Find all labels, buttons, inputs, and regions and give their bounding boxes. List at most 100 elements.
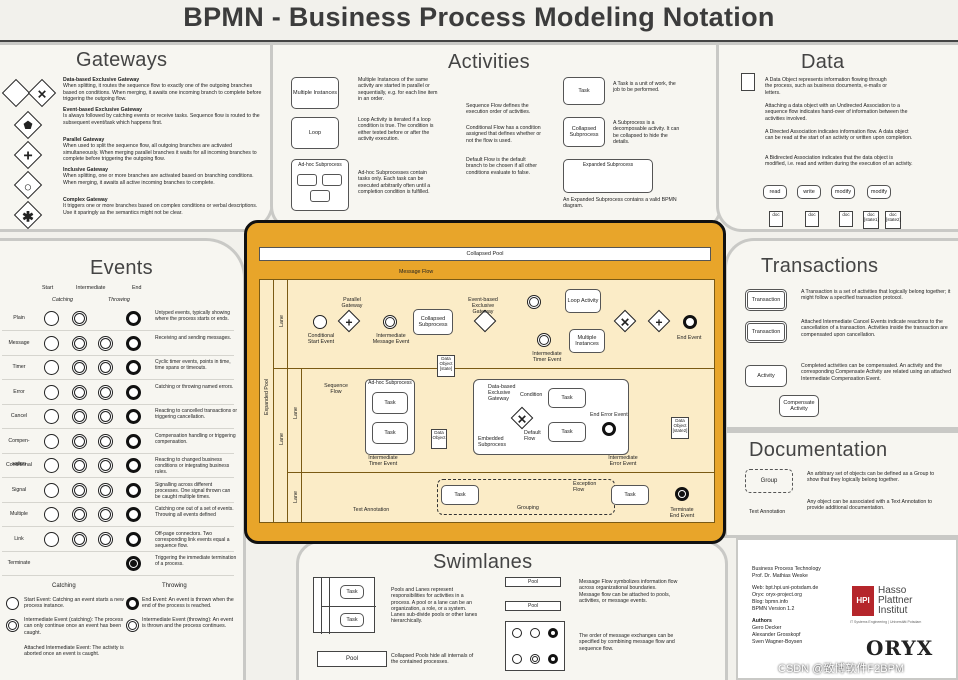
group-box: Group — [745, 469, 793, 493]
plain-event-icon — [126, 311, 141, 326]
event-row-divider — [2, 379, 234, 380]
seqflow-desc: Sequence Flow defines the execution orde… — [466, 103, 531, 116]
loop-desc: Loop Activity is iterated if a loop cond… — [358, 117, 434, 142]
lane-label-2: Lane — [278, 433, 285, 445]
inter-timer-1 — [537, 333, 551, 347]
inter-catch-desc: Intermediate Event (catching): The proce… — [24, 617, 124, 636]
loop-task: Loop — [291, 117, 339, 149]
data-object-2: Data Object — [431, 429, 447, 449]
multi-desc: Multiple Instances of the same activity … — [358, 77, 438, 102]
credit-1: Business Process Technology — [752, 566, 821, 572]
link-event-icon — [126, 531, 141, 547]
embedded-task-2: Task — [548, 422, 586, 442]
parallel-gateway-icon: + — [13, 140, 43, 170]
conditional-event-icon — [126, 458, 141, 473]
swimlanes-panel: Swimlanes Task Task Pool Pools and Lanes… — [296, 540, 728, 680]
gw3-desc: When used to split the sequence flow, al… — [63, 143, 257, 162]
doc-state1: doc [state1] — [863, 211, 879, 229]
adhoc-task-1: Task — [372, 392, 408, 414]
doc-state2: doc [state2] — [885, 211, 901, 229]
documentation-panel: Documentation Group Text Annotation An a… — [724, 430, 958, 538]
event-row-label: Link — [14, 535, 24, 542]
event-row-label: Timer — [12, 364, 26, 370]
seq-flow-label: Sequence Flow — [324, 383, 348, 395]
adhoc-subprocess: Ad-hoc Subprocess — [291, 159, 349, 211]
inter-throw-desc: Intermediate Event (throwing): An event … — [142, 617, 234, 630]
inter-msg-label: Intermediate Message Event — [372, 333, 410, 345]
author-1: Gero Decker — [752, 625, 782, 631]
event-row-label: Conditional — [6, 462, 32, 468]
event-row-divider — [2, 403, 234, 405]
oryx-logo: ORYX — [866, 636, 934, 660]
link-event-icon — [44, 531, 59, 547]
attached-desc: Attached Intermediate Event: The activit… — [24, 645, 124, 658]
lane-strip — [274, 280, 288, 522]
swim-p2: Collapsed Pools hide all internals of th… — [391, 653, 474, 666]
gw3-name: Parallel Gateway — [63, 137, 105, 143]
credit-2: Prof. Dr. Mathias Weske — [752, 573, 808, 579]
footer-throwing: Throwing — [162, 583, 187, 589]
parallel-gw-label: Parallel Gateway — [341, 297, 363, 309]
start-event-icon — [6, 597, 19, 610]
embedded-subprocess: Embedded Subprocess ✕ Data-based Exclusi… — [473, 379, 629, 455]
activity-task: Task — [563, 77, 605, 105]
end-error-icon — [602, 422, 616, 436]
lane-label-1: Lane — [278, 315, 285, 327]
credit-7: BPMN Version 1.2 — [752, 606, 795, 612]
event-row-desc: Catching one out of a set of events. Thr… — [155, 506, 234, 518]
conditional-start-icon — [313, 315, 327, 329]
event-row-desc: Signalling across different processes. O… — [155, 481, 231, 500]
modify-task-2: modify — [867, 185, 891, 199]
event-row-divider — [2, 452, 234, 454]
gw5-name: Complex Gateway — [63, 197, 108, 203]
error-event-icon — [72, 384, 87, 400]
inter-msg-icon — [383, 315, 397, 329]
embedded-label: Embedded Subprocess — [478, 436, 506, 448]
central-diagram: Collapsed Pool Message Flow Expanded Poo… — [244, 220, 726, 544]
conditional-event-icon — [44, 458, 59, 473]
data-object-3: Data Object [state2] — [671, 417, 689, 439]
event-row-label: Multiple — [10, 511, 28, 517]
adhoc-task-2: Task — [372, 422, 408, 444]
gateways-panel: Gateways ✕ ⬟ + ○ ✱ Data-based Exclusive … — [0, 42, 274, 232]
doc-read: doc — [769, 211, 783, 227]
inclusive-gateway-icon: ○ — [13, 170, 43, 200]
message-event-icon — [98, 335, 113, 351]
multiple-event-icon — [72, 507, 87, 522]
hpi-sub: IT Systems Engineering | Universität Pot… — [850, 620, 922, 624]
end-error-label: End Error Event — [590, 412, 628, 418]
start-desc: Start Event: Catching an event starts a … — [24, 597, 124, 610]
error-event-icon — [126, 384, 141, 400]
event-row-divider — [2, 330, 234, 331]
inter-timer-label: Intermediate Timer Event — [532, 351, 562, 363]
expanded-subprocess: Expanded Subprocess — [563, 159, 653, 193]
message-event-icon — [126, 335, 141, 351]
conditional-event-icon — [98, 458, 113, 473]
timer-event-icon — [44, 360, 59, 375]
doc-modify: doc — [839, 211, 853, 227]
lane-divider-1 — [274, 368, 715, 369]
doc-p1: An arbitrary set of objects can be defin… — [807, 471, 935, 484]
signal-event-icon — [98, 482, 113, 498]
compensation-event-icon — [126, 433, 141, 449]
swim-p3: Message Flow symbolizes information flow… — [579, 579, 678, 604]
events-panel: Events Start Intermediate End Catching T… — [0, 238, 246, 680]
expanded-pool-label: Expanded Pool — [264, 379, 270, 415]
message-event-icon — [72, 335, 87, 351]
conditional-event-icon — [72, 458, 87, 473]
lane-strip-2 — [288, 368, 302, 522]
adhoc-sub-diagram: Ad-hoc Subprocess Task Task — [365, 379, 415, 455]
gateway-icons: ✕ ⬟ + ○ ✱ — [1, 78, 57, 230]
adhoc-diag-label: Ad-hoc Subprocess — [368, 380, 412, 386]
signal-event-icon — [72, 482, 87, 498]
default-flow-label: Default Flow — [524, 430, 541, 442]
data-p1: A Data Object represents information flo… — [765, 77, 887, 96]
doc-write: doc — [805, 211, 819, 227]
cancel-event-icon — [44, 409, 59, 424]
end-event-icon — [126, 597, 139, 610]
